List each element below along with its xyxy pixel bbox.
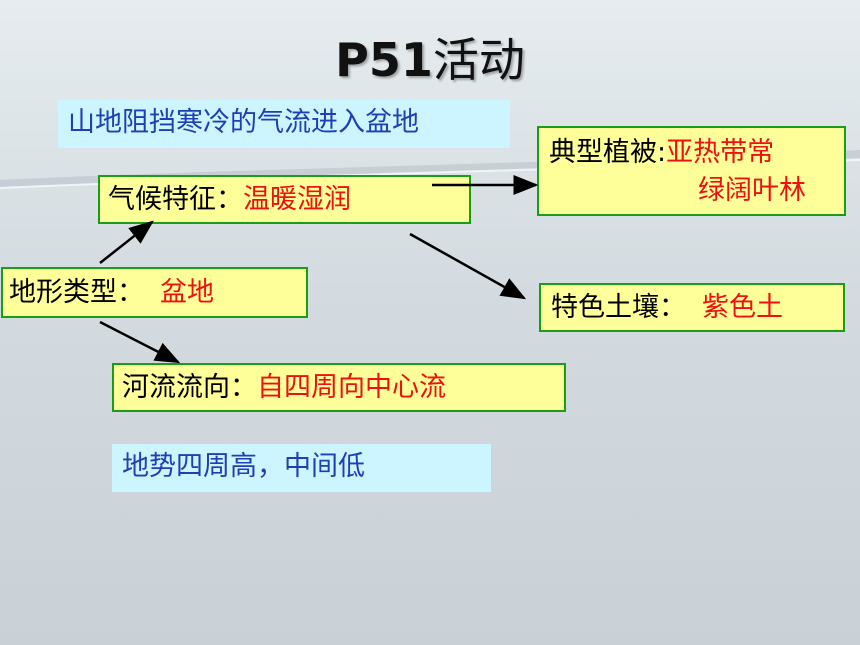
page-title: P51活动 <box>335 33 525 87</box>
river-box: 河流流向：自四周向中心流 <box>112 363 566 412</box>
note-terrain-slope: 地势四周高，中间低 <box>112 444 491 492</box>
arrow-climate-to-soil <box>409 232 527 300</box>
river-value: 自四周向中心流 <box>257 372 446 403</box>
arrow-terrain-to-climate <box>99 220 154 264</box>
soil-value: 紫色土 <box>702 292 783 323</box>
arrow-terrain-to-river <box>99 320 181 364</box>
vegetation-label: 典型植被: <box>549 137 667 168</box>
terrain-value: 盆地 <box>160 277 214 308</box>
climate-label: 气候特征： <box>108 184 243 215</box>
river-label: 河流流向： <box>122 372 257 403</box>
soil-label: 特色土壤： <box>551 292 686 323</box>
vegetation-value-line2: 绿阔叶林 <box>698 175 806 206</box>
vegetation-box: 典型植被:亚热带常 绿阔叶林 <box>537 126 846 216</box>
climate-value: 温暖湿润 <box>243 184 351 215</box>
soil-box: 特色土壤： 紫色土 <box>539 283 845 332</box>
note-mountain-barrier: 山地阻挡寒冷的气流进入盆地 <box>58 100 510 148</box>
vegetation-value-line1: 亚热带常 <box>666 137 775 168</box>
terrain-label: 地形类型： <box>9 277 144 308</box>
terrain-box: 地形类型： 盆地 <box>1 267 308 318</box>
climate-box: 气候特征：温暖湿润 <box>98 175 471 224</box>
